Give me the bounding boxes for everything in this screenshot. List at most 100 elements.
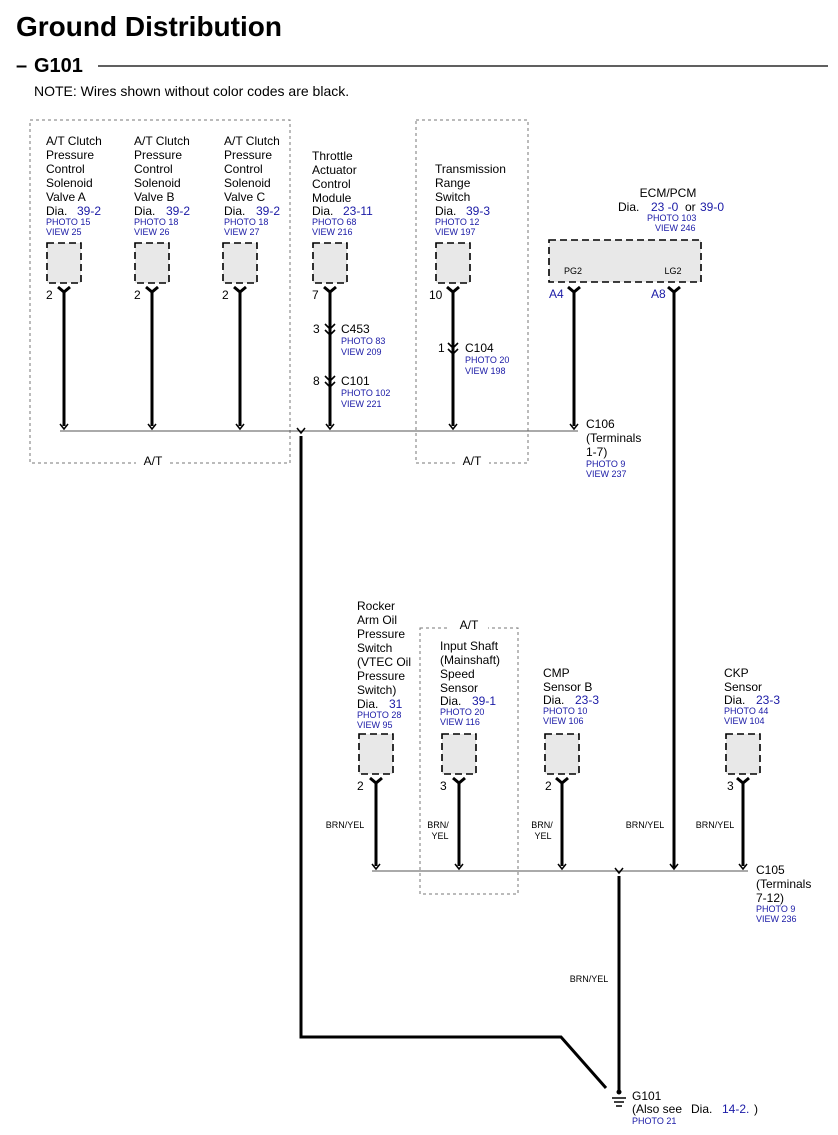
valve-a-photo-link[interactable]: PHOTO 15: [46, 217, 90, 227]
valve-c-component: A/T Clutch Pressure Control Solenoid Val…: [222, 134, 280, 302]
cmp-dia-link[interactable]: 23-3: [575, 693, 599, 707]
c104-photo-link[interactable]: PHOTO 20: [465, 355, 509, 365]
input-shaft-dia-link[interactable]: 39-1: [472, 694, 496, 708]
ecm-photo-link[interactable]: PHOTO 103: [647, 213, 696, 223]
c105-photo-link[interactable]: PHOTO 9: [756, 904, 795, 914]
section-dash: –: [16, 55, 27, 77]
throttle-dia-label: Dia.: [312, 204, 333, 218]
rocker-view-link[interactable]: VIEW 95: [357, 720, 393, 730]
c453-view-link[interactable]: VIEW 209: [341, 347, 382, 357]
valve-c-photo-link[interactable]: PHOTO 18: [224, 217, 268, 227]
valve-a-view-link[interactable]: VIEW 25: [46, 227, 82, 237]
trs-line-1: Transmission: [435, 162, 506, 176]
c453-name: C453: [341, 322, 370, 336]
note-text: NOTE: Wires shown without color codes ar…: [34, 83, 349, 99]
cmp-photo-link[interactable]: PHOTO 10: [543, 706, 587, 716]
throttle-terminal-mark: [323, 285, 337, 294]
c101-symbol: [324, 375, 336, 389]
ckp-connector-box: [725, 733, 761, 775]
throttle-dia-link[interactable]: 23-11: [343, 204, 373, 218]
valve-a-line-3: Control: [46, 162, 85, 176]
ecm-terminal-a8: A8: [651, 287, 666, 301]
trs-terminal-mark: [446, 285, 460, 294]
c106-to-g101-wire: [299, 436, 608, 1089]
cmp-view-link[interactable]: VIEW 106: [543, 716, 584, 726]
c106-line-1: C106: [586, 417, 615, 431]
ckp-view-link[interactable]: VIEW 104: [724, 716, 765, 726]
c101-photo-link[interactable]: PHOTO 102: [341, 388, 390, 398]
valve-b-dia-label: Dia.: [134, 204, 155, 218]
valve-b-line-3: Control: [134, 162, 173, 176]
valve-c-dia-label: Dia.: [224, 204, 245, 218]
rocker-line-2: Arm Oil: [357, 613, 397, 627]
trs-photo-link[interactable]: PHOTO 12: [435, 217, 479, 227]
c105-view-link[interactable]: VIEW 236: [756, 914, 797, 924]
valve-b-view-link[interactable]: VIEW 26: [134, 227, 170, 237]
input-shaft-line-3: Speed: [440, 667, 475, 681]
c106-view-link[interactable]: VIEW 237: [586, 469, 627, 479]
ecm-a8-wire-color: BRN/YEL: [626, 820, 665, 830]
section-title: G101: [34, 55, 83, 77]
at-label-right: A/T: [463, 454, 482, 468]
cmp-component: CMP Sensor B Dia. 23-3 PHOTO 10 VIEW 106…: [531, 666, 599, 841]
ckp-wire-color: BRN/YEL: [696, 820, 735, 830]
rocker-line-5: (VTEC Oil: [357, 655, 411, 669]
c104-view-link[interactable]: VIEW 198: [465, 366, 506, 376]
cmp-line-2: Sensor B: [543, 680, 592, 694]
ecm-terminal-a4: A4: [549, 287, 564, 301]
cmp-line-1: CMP: [543, 666, 570, 680]
valve-b-line-1: A/T Clutch: [134, 134, 190, 148]
ckp-photo-link[interactable]: PHOTO 44: [724, 706, 768, 716]
ecm-view-link[interactable]: VIEW 246: [655, 223, 696, 233]
c106-bus: C106 (Terminals 1-7) PHOTO 9 VIEW 237: [59, 417, 641, 479]
g101-ground: G101 (Also see Dia. 14-2. ) PHOTO 21: [612, 1089, 758, 1126]
valve-b-line-4: Solenoid: [134, 176, 181, 190]
rocker-pin: 2: [357, 779, 364, 793]
valve-c-connector-box: [222, 242, 258, 284]
ground-dia-link[interactable]: 14-2.: [722, 1102, 749, 1116]
ckp-line-1: CKP: [724, 666, 749, 680]
ground-node: [616, 1089, 622, 1095]
valve-b-dia-link[interactable]: 39-2: [166, 204, 190, 218]
throttle-photo-link[interactable]: PHOTO 68: [312, 217, 356, 227]
ecm-dia-link-1[interactable]: 23 -0: [651, 200, 679, 214]
trs-pin: 10: [429, 288, 443, 302]
valve-c-line-5: Valve C: [224, 190, 265, 204]
input-shaft-pin: 3: [440, 779, 447, 793]
rocker-line-6: Pressure: [357, 669, 405, 683]
valve-a-line-4: Solenoid: [46, 176, 93, 190]
ecm-a4-terminal-mark: [567, 285, 581, 294]
trs-dia-link[interactable]: 39-3: [466, 204, 490, 218]
ckp-dia-link[interactable]: 23-3: [756, 693, 780, 707]
valve-b-component: A/T Clutch Pressure Control Solenoid Val…: [134, 134, 190, 302]
valve-c-pin: 2: [222, 288, 229, 302]
ecm-a8-terminal-mark: [667, 285, 681, 294]
input-shaft-view-link[interactable]: VIEW 116: [440, 717, 480, 727]
ckp-component: CKP Sensor Dia. 23-3 PHOTO 44 VIEW 104 3…: [696, 666, 781, 830]
valve-b-line-2: Pressure: [134, 148, 182, 162]
valve-c-dia-link[interactable]: 39-2: [256, 204, 280, 218]
ground-icon: [612, 1097, 626, 1107]
throttle-view-link[interactable]: VIEW 216: [312, 227, 353, 237]
rocker-photo-link[interactable]: PHOTO 28: [357, 710, 401, 720]
valve-c-line-1: A/T Clutch: [224, 134, 280, 148]
trs-view-link[interactable]: VIEW 197: [435, 227, 476, 237]
rocker-line-7: Switch): [357, 683, 396, 697]
c106-photo-link[interactable]: PHOTO 9: [586, 459, 625, 469]
valve-b-photo-link[interactable]: PHOTO 18: [134, 217, 178, 227]
trs-connector-box: [435, 242, 471, 284]
valve-a-line-5: Valve A: [46, 190, 86, 204]
valve-c-view-link[interactable]: VIEW 27: [224, 227, 260, 237]
input-shaft-line-1: Input Shaft: [440, 639, 499, 653]
valve-a-dia-link[interactable]: 39-2: [77, 204, 101, 218]
ground-photo-link[interactable]: PHOTO 21: [632, 1116, 676, 1126]
rocker-component: Rocker Arm Oil Pressure Switch (VTEC Oil…: [326, 599, 411, 830]
rocker-dia-link[interactable]: 31: [389, 697, 403, 711]
ecm-connector-box: [548, 239, 702, 283]
ecm-dia-link-2[interactable]: 39-0: [700, 200, 724, 214]
input-shaft-photo-link[interactable]: PHOTO 20: [440, 707, 484, 717]
c101-view-link[interactable]: VIEW 221: [341, 399, 382, 409]
c453-photo-link[interactable]: PHOTO 83: [341, 336, 385, 346]
c101-name: C101: [341, 374, 370, 388]
rocker-wire-color: BRN/YEL: [326, 820, 365, 830]
